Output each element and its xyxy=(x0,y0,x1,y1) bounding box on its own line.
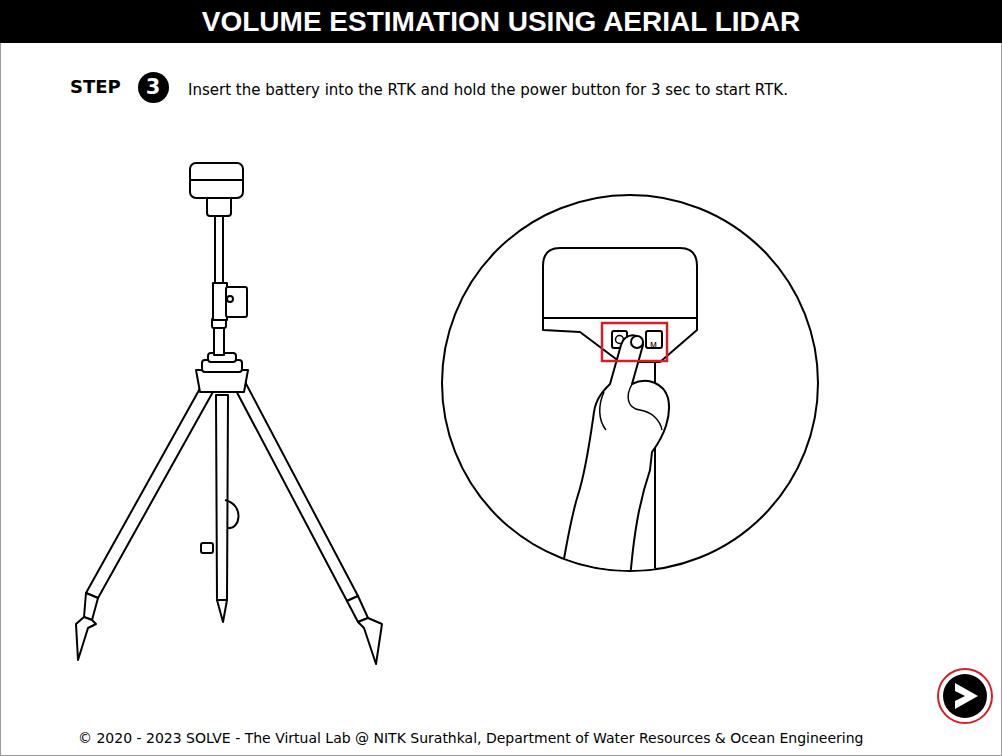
footer-credit: © 2020 - 2023 SOLVE - The Virtual Lab @ … xyxy=(78,730,863,747)
instruction-text: Insert the battery into the RTK and hold… xyxy=(188,81,788,99)
step-number-circle: 3 xyxy=(138,72,169,103)
zoom-detail xyxy=(442,195,818,580)
step-number: 3 xyxy=(146,77,161,98)
highlight-box xyxy=(602,323,667,361)
header-bar xyxy=(0,0,1002,43)
next-button xyxy=(938,669,992,723)
button-label: M xyxy=(650,342,657,352)
tripod-figure xyxy=(76,163,382,664)
rtk-cap xyxy=(543,248,697,318)
page-title: VOLUME ESTIMATION USING AERIAL LIDAR xyxy=(202,0,800,43)
hand xyxy=(560,335,669,580)
center-button xyxy=(631,336,643,348)
step-label: STEP xyxy=(70,76,121,98)
